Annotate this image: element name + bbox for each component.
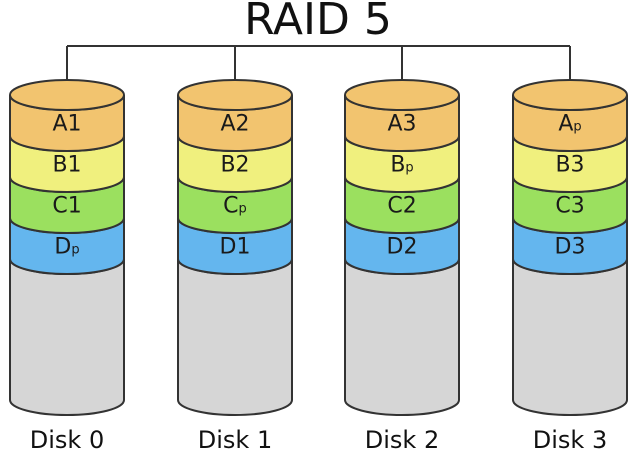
block-label: B1	[52, 153, 81, 178]
disk-label: Disk 2	[365, 426, 439, 454]
block-label: C3	[555, 194, 584, 219]
block-label: B3	[555, 153, 584, 178]
disk-top-cap	[177, 79, 293, 111]
empty-space	[9, 258, 125, 416]
empty-space	[177, 258, 293, 416]
diagram-title: RAID 5	[244, 0, 392, 45]
block-label: Bp	[390, 153, 413, 178]
block-label: D3	[555, 235, 586, 260]
block-label: D1	[220, 235, 251, 260]
block-label: Ap	[558, 112, 581, 137]
block-label: C1	[52, 194, 81, 219]
block-label: B2	[220, 153, 249, 178]
empty-space	[512, 258, 628, 416]
disk-top-cap	[512, 79, 628, 111]
controller-connectors	[66, 45, 571, 95]
disk-top-cap	[9, 79, 125, 111]
disk-label: Disk 1	[198, 426, 272, 454]
disk-label: Disk 0	[30, 426, 104, 454]
disk-label: Disk 3	[533, 426, 607, 454]
block-label: Cp	[223, 194, 247, 219]
block-label: Dp	[54, 235, 79, 260]
block-label: C2	[387, 194, 416, 219]
block-label: A3	[387, 112, 416, 137]
block-label: A1	[52, 112, 81, 137]
block-label: A2	[220, 112, 249, 137]
block-label: D2	[387, 235, 418, 260]
empty-space	[344, 258, 460, 416]
disk-top-cap	[344, 79, 460, 111]
